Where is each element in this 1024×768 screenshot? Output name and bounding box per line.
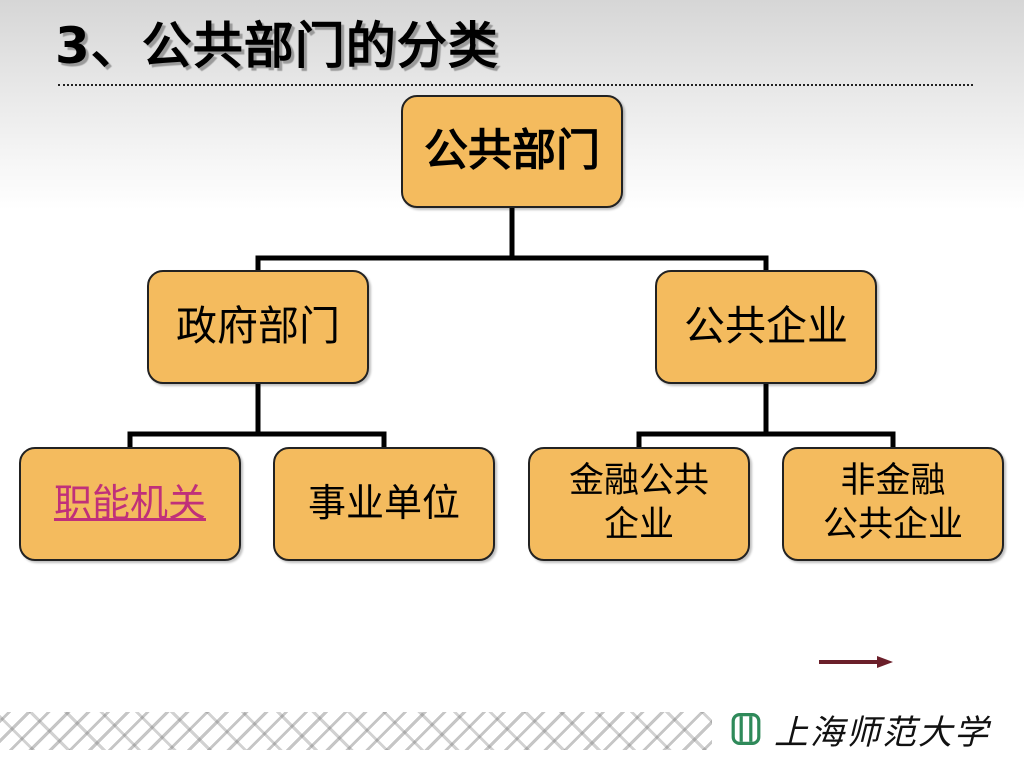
node-financial-enterprise-line2: 企业: [603, 505, 674, 545]
node-government: 政府部门: [147, 270, 369, 384]
node-nonfinancial-enterprise: 非金融 公共企业: [782, 447, 1004, 561]
functional-agency-link[interactable]: 职能机关: [53, 481, 206, 526]
node-public-enterprise-label: 公共企业: [684, 302, 848, 351]
node-financial-enterprise: 金融公共 企业: [528, 447, 750, 561]
node-nonfinancial-enterprise-line2: 公共企业: [822, 505, 963, 545]
node-public-sector: 公共部门: [401, 95, 623, 208]
node-public-sector-label: 公共部门: [424, 125, 600, 177]
slide-title: 3、公共部门的分类: [55, 17, 499, 75]
node-government-label: 政府部门: [176, 302, 340, 351]
node-public-institution: 事业单位: [273, 447, 495, 561]
node-public-institution-label: 事业单位: [307, 481, 460, 526]
university-emblem-icon: [731, 713, 761, 745]
decorative-pattern-band: [0, 712, 712, 750]
node-functional-agency[interactable]: 职能机关: [19, 447, 241, 561]
node-financial-enterprise-line1: 金融公共: [568, 461, 709, 502]
university-logo: 上海师范大学: [730, 704, 990, 754]
next-arrow-icon[interactable]: [817, 652, 897, 672]
title-divider: [58, 84, 973, 86]
university-name: 上海师范大学: [774, 712, 990, 753]
node-nonfinancial-enterprise-line1: 非金融: [840, 461, 946, 502]
node-public-enterprise: 公共企业: [655, 270, 877, 384]
